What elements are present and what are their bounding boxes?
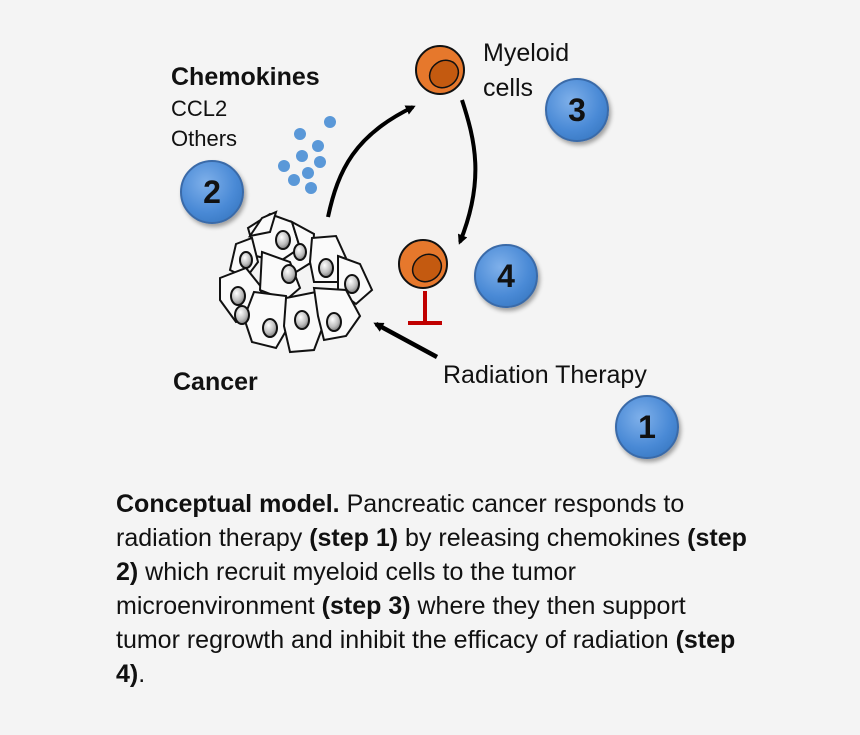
chemokines-label: Chemokines [171, 63, 320, 91]
step-badge-4: 4 [474, 244, 538, 308]
conceptual-diagram: Chemokines CCL2 Others Myeloid cells Can… [171, 39, 679, 459]
caption-step-ref: (step 3) [321, 592, 411, 620]
chemokine-dot [312, 140, 324, 152]
step-badge-2: 2 [180, 160, 244, 224]
chemokine-dot [278, 160, 290, 172]
chemokine-dots [278, 116, 336, 194]
ccl2-label: CCL2 [171, 96, 228, 121]
caption-step-ref: (step 4) [116, 626, 736, 688]
inhibition-icon [408, 291, 442, 325]
chemokine-dot [294, 128, 306, 140]
chemokine-dot [288, 174, 300, 186]
diagram-canvas [219, 45, 478, 359]
figure-caption: Conceptual model. Pancreatic cancer resp… [116, 487, 756, 691]
chemokine-dot [305, 182, 317, 194]
caption-text: where they then support tumor regrowth a… [116, 592, 686, 654]
myeloid-cells-label-line2: cells [483, 74, 534, 102]
chemokine-dot [324, 116, 336, 128]
caption-lead: Conceptual model. [116, 490, 340, 518]
cancer-cells-icon [219, 210, 374, 354]
caption-step-ref: (step 2) [116, 524, 747, 586]
arrow-cancer-to-myeloid [326, 105, 416, 218]
step-badge-3: 3 [545, 78, 609, 142]
radiation-therapy-label: Radiation Therapy [443, 361, 647, 389]
chemokine-dot [302, 167, 314, 179]
arrow-myeloid-to-tumor [457, 99, 478, 245]
step-badge-1: 1 [615, 395, 679, 459]
caption-text: Pancreatic cancer responds to radiation … [116, 490, 685, 552]
caption-step-ref: (step 1) [309, 524, 399, 552]
myeloid-cell-icon [398, 239, 448, 289]
arrow-radiation-to-cancer [373, 322, 439, 359]
others-label: Others [171, 126, 238, 151]
myeloid-cell-icon [415, 45, 465, 95]
caption-text: which recruit myeloid cells to the tumor… [116, 558, 576, 620]
caption-text: by releasing chemokines [398, 524, 688, 552]
caption-text: . [138, 660, 146, 688]
chemokine-dot [314, 156, 326, 168]
chemokine-dot [296, 150, 308, 162]
myeloid-cells-label-line1: Myeloid [483, 39, 570, 67]
cancer-label: Cancer [173, 368, 258, 396]
